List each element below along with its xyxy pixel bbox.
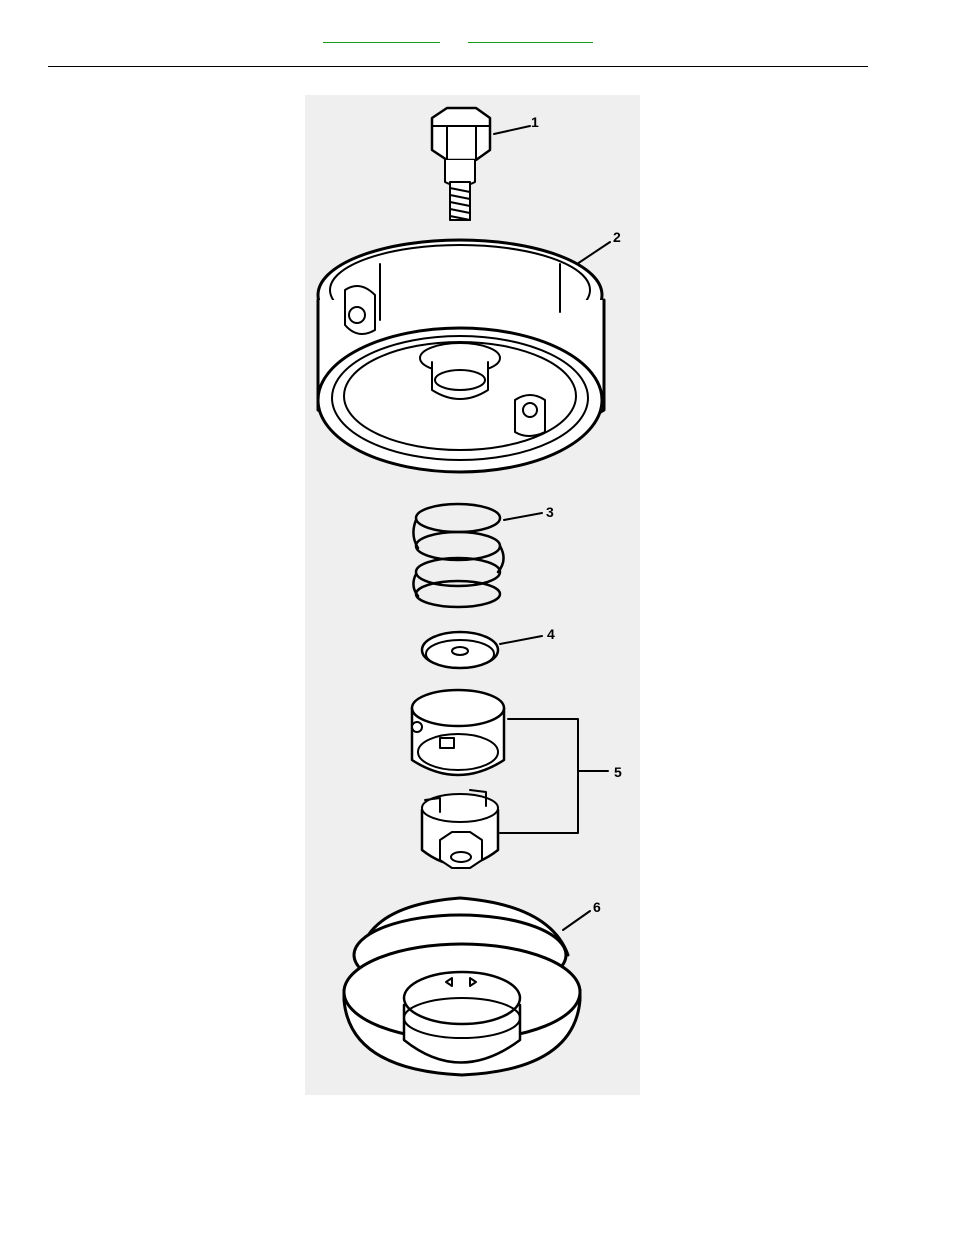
callout-2: 2: [613, 229, 621, 245]
callout-5: 5: [614, 764, 622, 780]
part-6-spool: [344, 898, 580, 1075]
callout-1: 1: [531, 114, 539, 130]
part-4-washer: [422, 632, 498, 668]
callout-3: 3: [546, 504, 554, 520]
callout-4: 4: [547, 626, 555, 642]
part-3-spring: [413, 504, 503, 607]
part-2-housing: [318, 240, 604, 472]
callout-6: 6: [593, 899, 601, 915]
part-5-eyelet-assembly: [412, 690, 504, 868]
part-1-bolt: [432, 108, 490, 220]
